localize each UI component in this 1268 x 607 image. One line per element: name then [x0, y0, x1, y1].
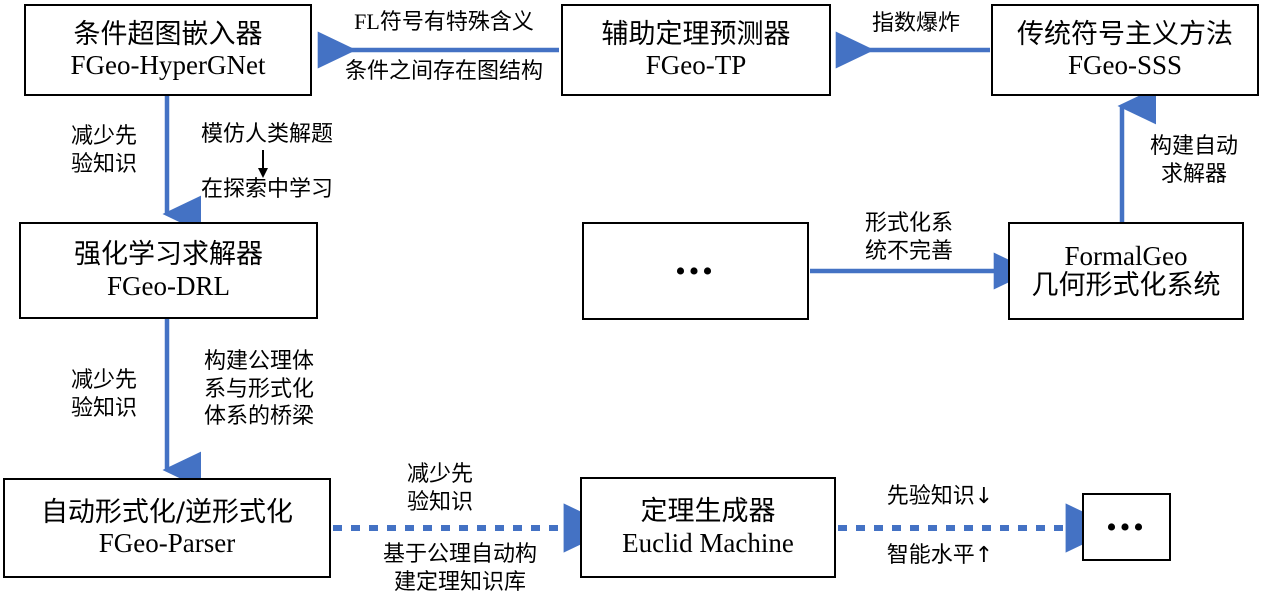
node-formalgeo[interactable]: FormalGeo 几何形式化系统 [1008, 222, 1244, 320]
node-title-en: FormalGeo [1064, 240, 1188, 271]
node-title-en: FGeo-DRL [107, 270, 230, 301]
node-title-en: Euclid Machine [622, 527, 794, 558]
node-title-en: FGeo-SSS [1067, 50, 1183, 80]
node-title-en: FGeo-TP [645, 50, 747, 80]
edge-label-axiom-bridge: 构建公理体 系与形式化 体系的桥梁 [203, 349, 314, 429]
node-fgeo-parser[interactable]: 自动形式化/逆形式化 FGeo-Parser [3, 478, 331, 578]
inline-down-arrow-icon [258, 150, 268, 178]
node-title-cn: 几何形式化系统 [1031, 270, 1221, 301]
edge-label-intelligence-up: 智能水平↑ [886, 543, 994, 568]
node-ellipsis-end[interactable]: ••• [1082, 493, 1171, 561]
edge-label-fl-semantics: FL符号有特殊含义 [354, 9, 534, 34]
node-fgeo-hypergnet[interactable]: 条件超图嵌入器 FGeo-HyperGNet [24, 4, 312, 96]
ellipsis-glyph: ••• [1106, 510, 1147, 544]
node-fgeo-sss[interactable]: 传统符号主义方法 FGeo-SSS [991, 4, 1259, 96]
edge-label-build-auto-solver: 构建自动 求解器 [1149, 134, 1238, 187]
ellipsis-glyph: ••• [675, 254, 716, 288]
edge-label-condition-graph: 条件之间存在图结构 [344, 59, 543, 84]
node-title-cn: 自动形式化/逆形式化 [40, 496, 294, 528]
node-fgeo-tp[interactable]: 辅助定理预测器 FGeo-TP [561, 4, 831, 96]
node-title-cn: 定理生成器 [640, 496, 776, 528]
node-title-cn: 条件超图嵌入器 [73, 18, 263, 50]
edge-label-learn-in-exploration: 在探索中学习 [200, 177, 333, 202]
node-title-en: FGeo-Parser [98, 528, 236, 558]
edge-label-imitate-human: 模仿人类解题 [200, 122, 333, 147]
edge-label-prior-knowledge-down: 先验知识↓ [886, 484, 994, 509]
node-euclid-machine[interactable]: 定理生成器 Euclid Machine [580, 477, 836, 578]
edge-label-reduce-prior-3: 减少先 验知识 [406, 462, 473, 515]
node-title-cn: 辅助定理预测器 [601, 18, 791, 50]
edge-label-incomplete-formal-system: 形式化系 统不完善 [864, 211, 953, 264]
edge-label-sss-to-tp: 指数爆炸 [871, 11, 960, 36]
edge-label-auto-build-theorem-kb: 基于公理自动构 建定理知识库 [382, 542, 537, 595]
node-title-cn: 强化学习求解器 [74, 239, 263, 271]
node-ellipsis-middle[interactable]: ••• [582, 222, 809, 320]
node-title-en: FGeo-HyperGNet [70, 50, 266, 80]
edge-label-reduce-prior-2: 减少先 验知识 [70, 368, 137, 421]
edge-label-reduce-prior-1: 减少先 验知识 [70, 124, 137, 177]
node-title-cn: 传统符号主义方法 [1017, 18, 1233, 50]
node-fgeo-drl[interactable]: 强化学习求解器 FGeo-DRL [19, 222, 318, 319]
